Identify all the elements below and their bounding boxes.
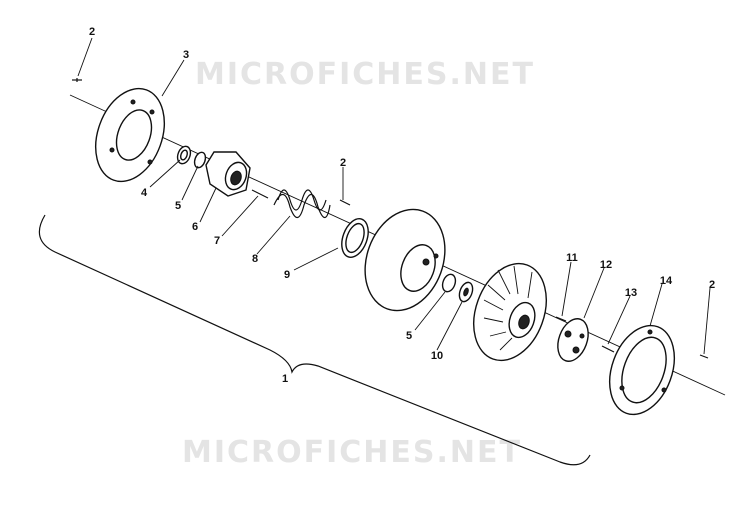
callout-4: 4 [141,187,148,199]
callout-3: 3 [183,49,189,61]
bolt-2-left [72,78,82,82]
callout-11: 11 [566,252,578,264]
hub-6 [205,151,251,197]
sleeve-9 [341,218,369,258]
cover-ring-14 [609,324,675,416]
fixed-sheave [473,262,547,362]
pin-7 [251,189,269,199]
callout-5-left: 5 [175,200,181,212]
watermark-bottom: MICROFICHES.NET [182,435,522,470]
leader-lines [77,37,711,355]
callout-10: 10 [431,350,443,362]
callout-7: 7 [214,235,220,247]
bolt-2-right [699,354,709,359]
bolt-2-middle [339,199,351,206]
callout-2-middle: 2 [340,157,346,169]
callout-6: 6 [192,221,198,233]
pin-13 [601,345,615,353]
moveable-sheave [364,208,446,312]
washer-5-left [193,151,207,169]
callout-2-top-left: 2 [89,26,95,38]
callout-2-right: 2 [709,279,715,291]
callout-13: 13 [625,287,637,299]
watermark-top: MICROFICHES.NET [195,57,535,92]
callout-5-middle: 5 [406,330,412,342]
callout-8: 8 [252,253,258,265]
key-11 [555,316,567,322]
callout-9: 9 [284,269,290,281]
cover-plate-3 [95,87,165,183]
callout-14: 14 [660,275,673,287]
callout-1: 1 [282,373,288,385]
washer-5-middle [441,273,457,293]
plate-12 [557,318,589,362]
washer-10 [458,281,474,303]
callout-12: 12 [600,259,612,271]
assembly-bracket [38,214,591,466]
spring-8 [273,189,331,219]
bearing-4 [176,145,192,165]
